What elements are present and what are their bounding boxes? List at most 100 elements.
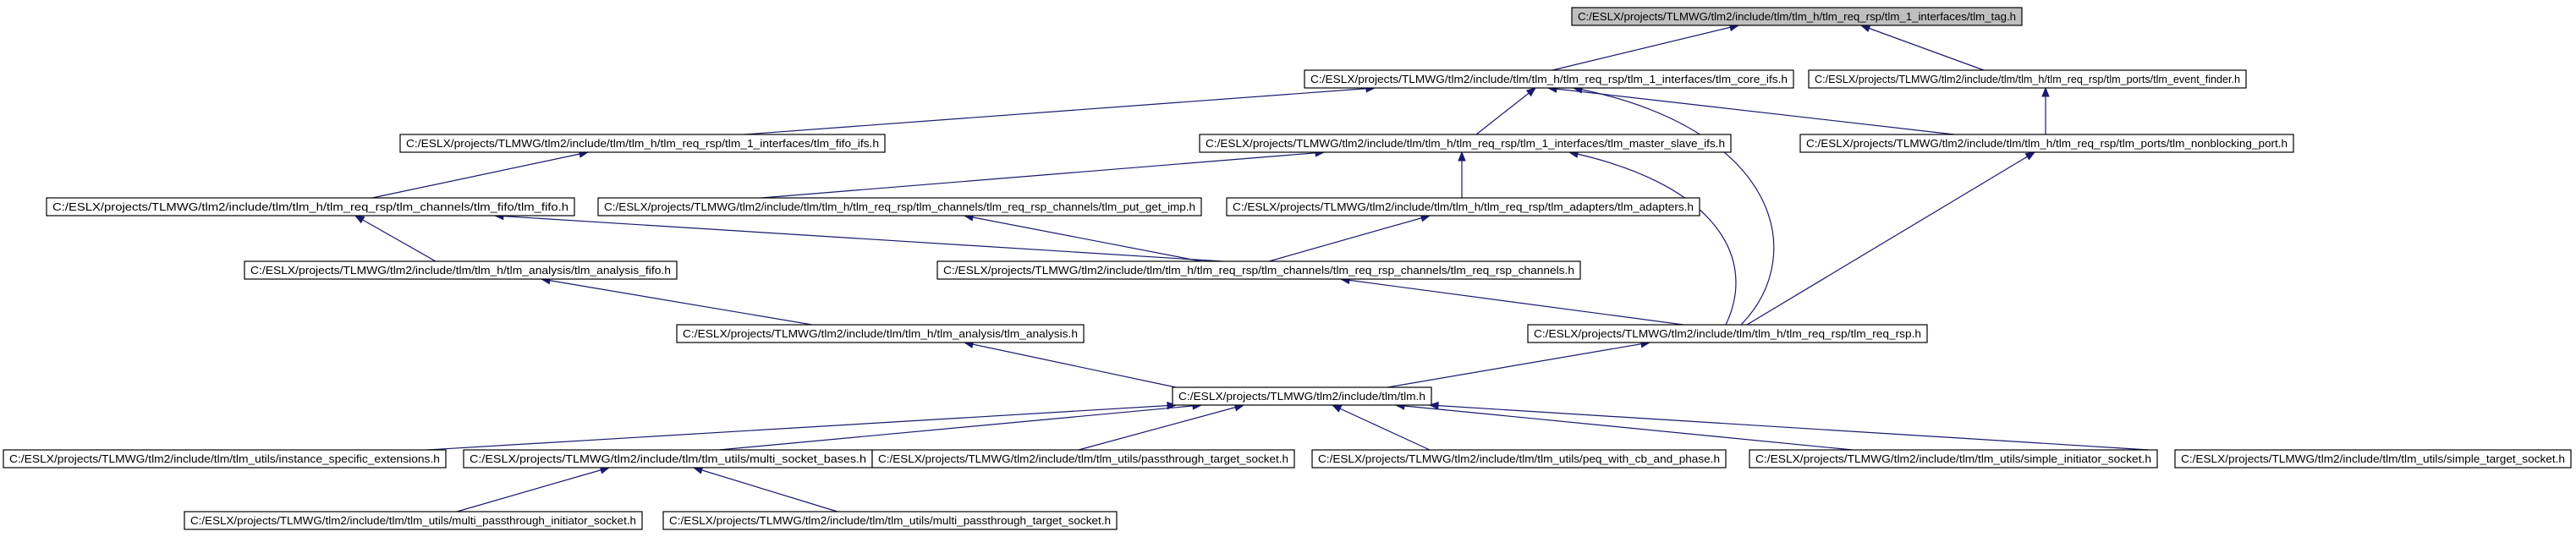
node-tlm-req-rsp-channels[interactable]: C:/ESLX/projects/TLMWG/tlm2/include/tlm/… [936, 260, 1581, 280]
edge-line [718, 404, 1202, 451]
edge-tlm-req-rsp-channels-to-tlm-put-get-imp [963, 213, 1202, 262]
edge-tlm-req-rsp-to-tlm-req-rsp-channels [1339, 276, 1684, 326]
edge-tlm-to-tlm-req-rsp [1387, 340, 1651, 388]
edge-arrowhead [1859, 25, 1871, 33]
node-box [1527, 324, 1928, 343]
node-multi-passthrough-target-socket[interactable]: C:/ESLX/projects/TLMWG/tlm2/include/tlm/… [662, 511, 1118, 530]
node-box [1808, 69, 2247, 89]
node-label: C:/ESLX/projects/TLMWG/tlm2/include/tlm/… [1233, 200, 1694, 213]
node-tlm-fifo-ifs[interactable]: C:/ESLX/projects/TLMWG/tlm2/include/tlm/… [399, 134, 886, 153]
node-tlm-master-slave-ifs[interactable]: C:/ESLX/projects/TLMWG/tlm2/include/tlm/… [1199, 134, 1732, 153]
node-label: C:/ESLX/projects/TLMWG/tlm2/include/tlm/… [1318, 452, 1720, 465]
node-box [2174, 449, 2572, 469]
node-label: C:/ESLX/projects/TLMWG/tlm2/include/tlm/… [683, 327, 1078, 340]
edge-line [761, 151, 1325, 199]
node-label: C:/ESLX/projects/TLMWG/tlm2/include/tlm/… [9, 452, 440, 465]
edge-arrowhead [1525, 87, 1537, 97]
node-multi-passthrough-initiator-socket[interactable]: C:/ESLX/projects/TLMWG/tlm2/include/tlm/… [184, 511, 643, 530]
node-tlm-tag[interactable]: C:/ESLX/projects/TLMWG/tlm2/include/tlm/… [1571, 7, 2023, 26]
edge-simple-initiator-socket-to-tlm [1394, 402, 1854, 451]
node-box [244, 260, 678, 280]
node-label: C:/ESLX/projects/TLMWG/tlm2/include/tlm/… [1755, 452, 2151, 465]
edge-multi-socket-bases-to-tlm [718, 402, 1203, 451]
edge-line [1387, 342, 1651, 388]
edge-line [1475, 87, 1536, 135]
node-box [1226, 197, 1700, 216]
edge-tlm-nonblocking-port-to-tlm-event-finder [2041, 86, 2050, 134]
edge-line [1340, 278, 1684, 326]
edge-line [541, 278, 813, 326]
edge-line [354, 215, 437, 262]
node-tlm-event-finder[interactable]: C:/ESLX/projects/TLMWG/tlm2/include/tlm/… [1808, 69, 2247, 89]
edge-line [1547, 87, 1955, 135]
node-label: C:/ESLX/projects/TLMWG/tlm2/include/tlm/… [1534, 327, 1921, 340]
node-tlm-nonblocking-port[interactable]: C:/ESLX/projects/TLMWG/tlm2/include/tlm/… [1799, 134, 2294, 153]
node-label: C:/ESLX/projects/TLMWG/tlm2/include/tlm/… [470, 452, 866, 465]
edge-peq-with-cb-and-phase-to-tlm [1331, 404, 1431, 451]
edge-tlm-core-ifs-to-tlm-tag [1552, 23, 1740, 71]
edge-simple-target-socket-to-tlm [1428, 401, 2150, 451]
edge-tlm-to-tlm-analysis [963, 340, 1177, 388]
nodes-layer: C:/ESLX/projects/TLMWG/tlm2/include/tlm/… [3, 7, 2572, 530]
node-box [46, 197, 575, 216]
node-label: C:/ESLX/projects/TLMWG/tlm2/include/tlm/… [943, 264, 1574, 277]
edges-layer [354, 23, 2150, 512]
node-peq-with-cb-and-phase[interactable]: C:/ESLX/projects/TLMWG/tlm2/include/tlm/… [1311, 449, 1727, 469]
node-box [3, 449, 447, 469]
edge-tlm-nonblocking-port-to-tlm-core-ifs [1546, 85, 1955, 135]
edge-tlm-analysis-to-tlm-analysis-fifo [540, 277, 813, 326]
edge-tlm-master-slave-ifs-to-tlm-core-ifs [1475, 87, 1537, 135]
node-tlm-fifo[interactable]: C:/ESLX/projects/TLMWG/tlm2/include/tlm/… [46, 197, 575, 216]
edge-tlm-analysis-fifo-to-tlm-fifo [354, 215, 437, 262]
edge-tlm-req-rsp-channels-to-tlm-adapters [1268, 214, 1431, 262]
node-tlm-analysis-fifo[interactable]: C:/ESLX/projects/TLMWG/tlm2/include/tlm/… [244, 260, 678, 280]
node-box [597, 197, 1202, 216]
edge-line [1332, 404, 1431, 451]
node-tlm-analysis[interactable]: C:/ESLX/projects/TLMWG/tlm2/include/tlm/… [676, 324, 1085, 343]
edge-line [1552, 25, 1739, 71]
node-tlm-core-ifs[interactable]: C:/ESLX/projects/TLMWG/tlm2/include/tlm/… [1304, 69, 1794, 89]
node-box [662, 511, 1118, 530]
node-box [676, 324, 1085, 343]
node-label: C:/ESLX/projects/TLMWG/tlm2/include/tlm/… [52, 200, 568, 213]
edge-line [1746, 151, 2035, 326]
node-box [1304, 69, 1794, 89]
edge-line [693, 467, 838, 512]
node-label: C:/ESLX/projects/TLMWG/tlm2/include/tlm/… [669, 514, 1111, 527]
node-simple-target-socket[interactable]: C:/ESLX/projects/TLMWG/tlm2/include/tlm/… [2174, 449, 2572, 469]
edge-line [1395, 404, 1854, 451]
node-tlm-adapters[interactable]: C:/ESLX/projects/TLMWG/tlm2/include/tlm/… [1226, 197, 1700, 216]
edge-tlm-fifo-to-tlm-fifo-ifs [371, 150, 590, 199]
edge-line [1268, 215, 1431, 262]
edge-arrowhead [2041, 86, 2050, 97]
node-label: C:/ESLX/projects/TLMWG/tlm2/include/tlm/… [2181, 452, 2565, 465]
edge-line [1568, 151, 1737, 326]
node-tlm-req-rsp[interactable]: C:/ESLX/projects/TLMWG/tlm2/include/tlm/… [1527, 324, 1928, 343]
node-label: C:/ESLX/projects/TLMWG/tlm2/include/tlm/… [1815, 73, 2240, 85]
node-label: C:/ESLX/projects/TLMWG/tlm2/include/tlm/… [1206, 137, 1725, 150]
edge-line [1429, 404, 2150, 451]
node-simple-initiator-socket[interactable]: C:/ESLX/projects/TLMWG/tlm2/include/tlm/… [1749, 449, 2158, 469]
node-label: C:/ESLX/projects/TLMWG/tlm2/include/tlm/… [1178, 390, 1425, 403]
edge-tlm-fifo-ifs-to-tlm-core-ifs [744, 85, 1376, 135]
node-label: C:/ESLX/projects/TLMWG/tlm2/include/tlm/… [190, 514, 636, 527]
node-tlm[interactable]: C:/ESLX/projects/TLMWG/tlm2/include/tlm/… [1172, 386, 1432, 406]
edge-line [371, 151, 589, 199]
node-instance-specific-extensions[interactable]: C:/ESLX/projects/TLMWG/tlm2/include/tlm/… [3, 449, 447, 469]
node-box [1172, 386, 1432, 406]
edge-arrowhead [354, 215, 365, 224]
edge-line [1860, 25, 1985, 71]
node-box [184, 511, 643, 530]
node-multi-socket-bases[interactable]: C:/ESLX/projects/TLMWG/tlm2/include/tlm/… [463, 449, 873, 469]
node-passthrough-target-socket[interactable]: C:/ESLX/projects/TLMWG/tlm2/include/tlm/… [871, 449, 1295, 469]
edge-arrowhead [1428, 401, 1439, 410]
edge-line [456, 467, 610, 512]
edge-line [964, 215, 1202, 262]
node-label: C:/ESLX/projects/TLMWG/tlm2/include/tlm/… [878, 452, 1288, 465]
edge-tlm-adapters-to-tlm-master-slave-ifs [1458, 151, 1466, 198]
edge-arrowhead [1458, 151, 1466, 162]
node-tlm-put-get-imp[interactable]: C:/ESLX/projects/TLMWG/tlm2/include/tlm/… [597, 197, 1202, 216]
edge-arrowhead [1167, 401, 1178, 410]
node-label: C:/ESLX/projects/TLMWG/tlm2/include/tlm/… [1806, 137, 2288, 150]
